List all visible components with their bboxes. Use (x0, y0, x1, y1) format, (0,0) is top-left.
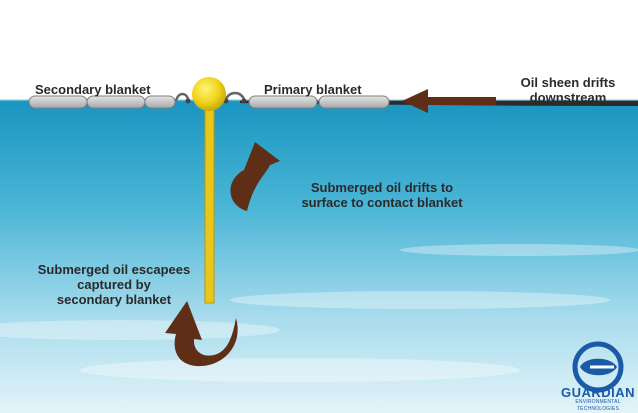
water-body (0, 100, 638, 413)
primary-blanket-label: Primary blanket (264, 82, 362, 97)
secondary-blanket-label: Secondary blanket (35, 82, 151, 97)
rising-oil-arrow-icon (230, 142, 280, 211)
guardian-logo-text: GUARDIAN ENVIRONMENTAL TECHNOLOGIES (558, 386, 638, 413)
escapees-label-line1: Submerged oil escapees (37, 262, 191, 277)
secondary-blanket (28, 95, 176, 109)
submerged-drift-label: Submerged oil drifts to surface to conta… (287, 180, 477, 210)
buoy-marker (192, 77, 226, 304)
guardian-logo-icon (572, 341, 624, 393)
sky-background (0, 0, 638, 100)
escapees-label: Submerged oil escapees captured by secon… (24, 262, 204, 307)
oil-sheen-label: Oil sheen drifts downstream (508, 75, 628, 105)
drift-direction-arrow (402, 89, 496, 113)
submerged-drift-label-line1: Submerged oil drifts to (310, 180, 454, 195)
escapee-oil-arrow-icon (165, 301, 238, 367)
escapees-label-line2: captured by (77, 277, 151, 292)
guardian-logo-tagline: ENVIRONMENTAL TECHNOLOGIES (575, 399, 621, 412)
submerged-drift-label-line2: surface to contact blanket (301, 195, 463, 210)
escapees-label-line3: secondary blanket (56, 292, 172, 307)
primary-blanket (248, 95, 390, 109)
secondary-blanket-clip-icon (174, 92, 191, 104)
guardian-logo-name: GUARDIAN (560, 385, 636, 400)
oil-sheen-label-line1: Oil sheen drifts (520, 75, 616, 90)
oil-sheen-label-line2: downstream (529, 90, 607, 105)
